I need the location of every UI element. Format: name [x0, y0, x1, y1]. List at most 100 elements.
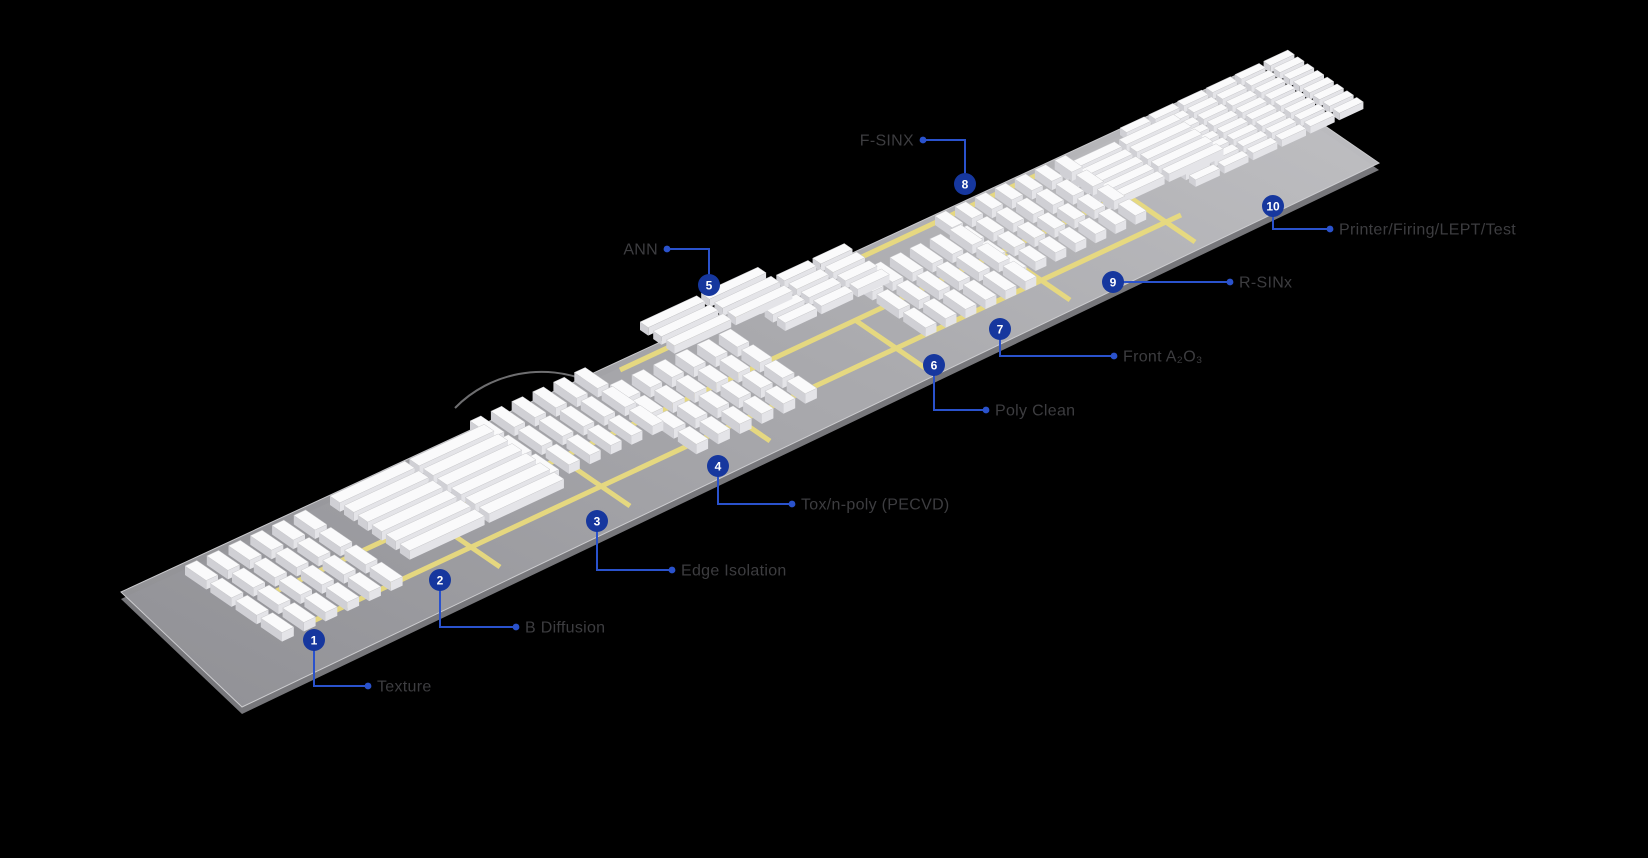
machine-side-face	[232, 573, 254, 597]
machine-top-face	[895, 279, 931, 301]
machine-top-face	[1245, 137, 1278, 154]
machine-side-face	[1206, 88, 1213, 100]
marker-badge-2[interactable]	[429, 569, 451, 591]
machine-side-face	[849, 283, 858, 298]
marker-label-9: R-SINx	[1239, 275, 1292, 292]
machine-top-face	[1292, 70, 1325, 87]
machine-top-face	[296, 537, 331, 558]
machine-front-face	[783, 398, 796, 414]
machine-top-face	[1055, 178, 1085, 197]
machine-front-face	[1281, 128, 1306, 147]
machine-side-face	[813, 300, 822, 315]
marker-badge-7[interactable]	[989, 318, 1011, 340]
marker-badge-10[interactable]	[1262, 195, 1284, 217]
machine-side-face	[675, 354, 694, 378]
machine-side-face	[701, 293, 710, 308]
machine-side-face	[1037, 217, 1055, 238]
machine-side-face	[936, 266, 959, 291]
equipment-cluster-4	[609, 328, 818, 455]
machine-side-face	[1263, 61, 1271, 73]
machine-front-face	[1005, 285, 1017, 300]
machine-side-face	[1322, 101, 1330, 114]
machine-front-face	[1253, 142, 1278, 161]
walkway-cross-6	[1123, 191, 1197, 245]
machine-top-face	[1263, 83, 1296, 100]
machine-top-face	[1273, 56, 1305, 73]
marker-badge-4[interactable]	[707, 455, 729, 477]
machine-side-face	[1274, 101, 1281, 114]
machine-top-face	[935, 261, 971, 283]
machine-top-face	[1117, 198, 1147, 216]
equipment-cluster-7	[849, 224, 1037, 337]
machine-top-face	[282, 602, 317, 623]
machine-top-face	[1119, 116, 1152, 133]
machine-side-face	[640, 322, 649, 336]
machine-front-face	[1095, 229, 1107, 244]
machine-top-face	[697, 364, 729, 384]
machine-top-face	[962, 279, 997, 301]
machine-top-face	[580, 395, 616, 418]
machine-side-face	[279, 580, 301, 604]
marker-badge-8[interactable]	[954, 173, 976, 195]
machine-top-face	[256, 584, 291, 606]
machine-side-face	[654, 390, 673, 414]
machine-top-face	[1036, 211, 1066, 230]
machine-top-face	[1148, 103, 1181, 120]
machine-side-face	[566, 439, 590, 465]
machine-top-face	[209, 577, 244, 599]
equipment-cluster-2	[329, 424, 565, 560]
machine-top-face	[974, 192, 1004, 210]
machine-front-face	[303, 617, 316, 632]
machine-top-face	[464, 462, 551, 505]
machine-side-face	[518, 430, 542, 456]
machine-side-face	[1017, 226, 1035, 248]
machine-top-face	[1217, 150, 1250, 167]
machine-front-face	[347, 596, 360, 612]
machine-side-face	[1187, 108, 1194, 120]
machine-top-face	[271, 519, 306, 541]
marker-number: 7	[997, 322, 1004, 336]
marker-badge-1[interactable]	[303, 629, 325, 651]
machine-side-face	[1312, 95, 1320, 107]
machine-top-face	[1282, 63, 1315, 80]
machine-top-face	[1054, 155, 1084, 173]
marker-label-2: B Diffusion	[525, 620, 605, 637]
marker-badge-6[interactable]	[923, 354, 945, 376]
marker-number: 6	[931, 358, 938, 372]
machine-side-face	[257, 590, 279, 615]
machine-top-face	[764, 385, 796, 405]
machine-side-face	[297, 542, 319, 567]
marker-number: 9	[1110, 275, 1117, 289]
machine-front-face	[857, 274, 890, 298]
machine-side-face	[699, 421, 719, 445]
machine-side-face	[608, 419, 632, 445]
connector-end-dot	[668, 566, 676, 574]
machine-top-face	[675, 374, 707, 394]
machine-side-face	[1097, 189, 1115, 211]
machine-top-face	[812, 243, 854, 265]
machine-side-face	[1332, 108, 1340, 121]
machine-side-face	[344, 550, 366, 574]
machine-top-face	[719, 354, 751, 374]
machine-side-face	[1038, 241, 1056, 262]
marker-badge-9[interactable]	[1102, 271, 1124, 293]
machine-front-face	[325, 606, 338, 622]
machine-top-face	[1206, 110, 1239, 127]
machine-side-face	[539, 420, 563, 446]
machine-side-face	[1217, 162, 1225, 174]
machine-front-face	[805, 388, 817, 404]
machine-top-face	[876, 288, 911, 310]
machine-top-face	[1097, 207, 1127, 226]
machine-side-face	[1245, 115, 1253, 127]
machine-side-face	[764, 308, 773, 323]
machine-side-face	[653, 364, 672, 388]
machine-top-face	[559, 405, 595, 427]
connector-end-dot	[1326, 225, 1334, 233]
marker-badge-5[interactable]	[698, 274, 720, 296]
machine-top-face	[1118, 114, 1182, 145]
machine-top-face	[235, 594, 270, 616]
machine-top-face	[1129, 121, 1193, 153]
machine-side-face	[1055, 184, 1073, 205]
marker-badge-3[interactable]	[586, 510, 608, 532]
